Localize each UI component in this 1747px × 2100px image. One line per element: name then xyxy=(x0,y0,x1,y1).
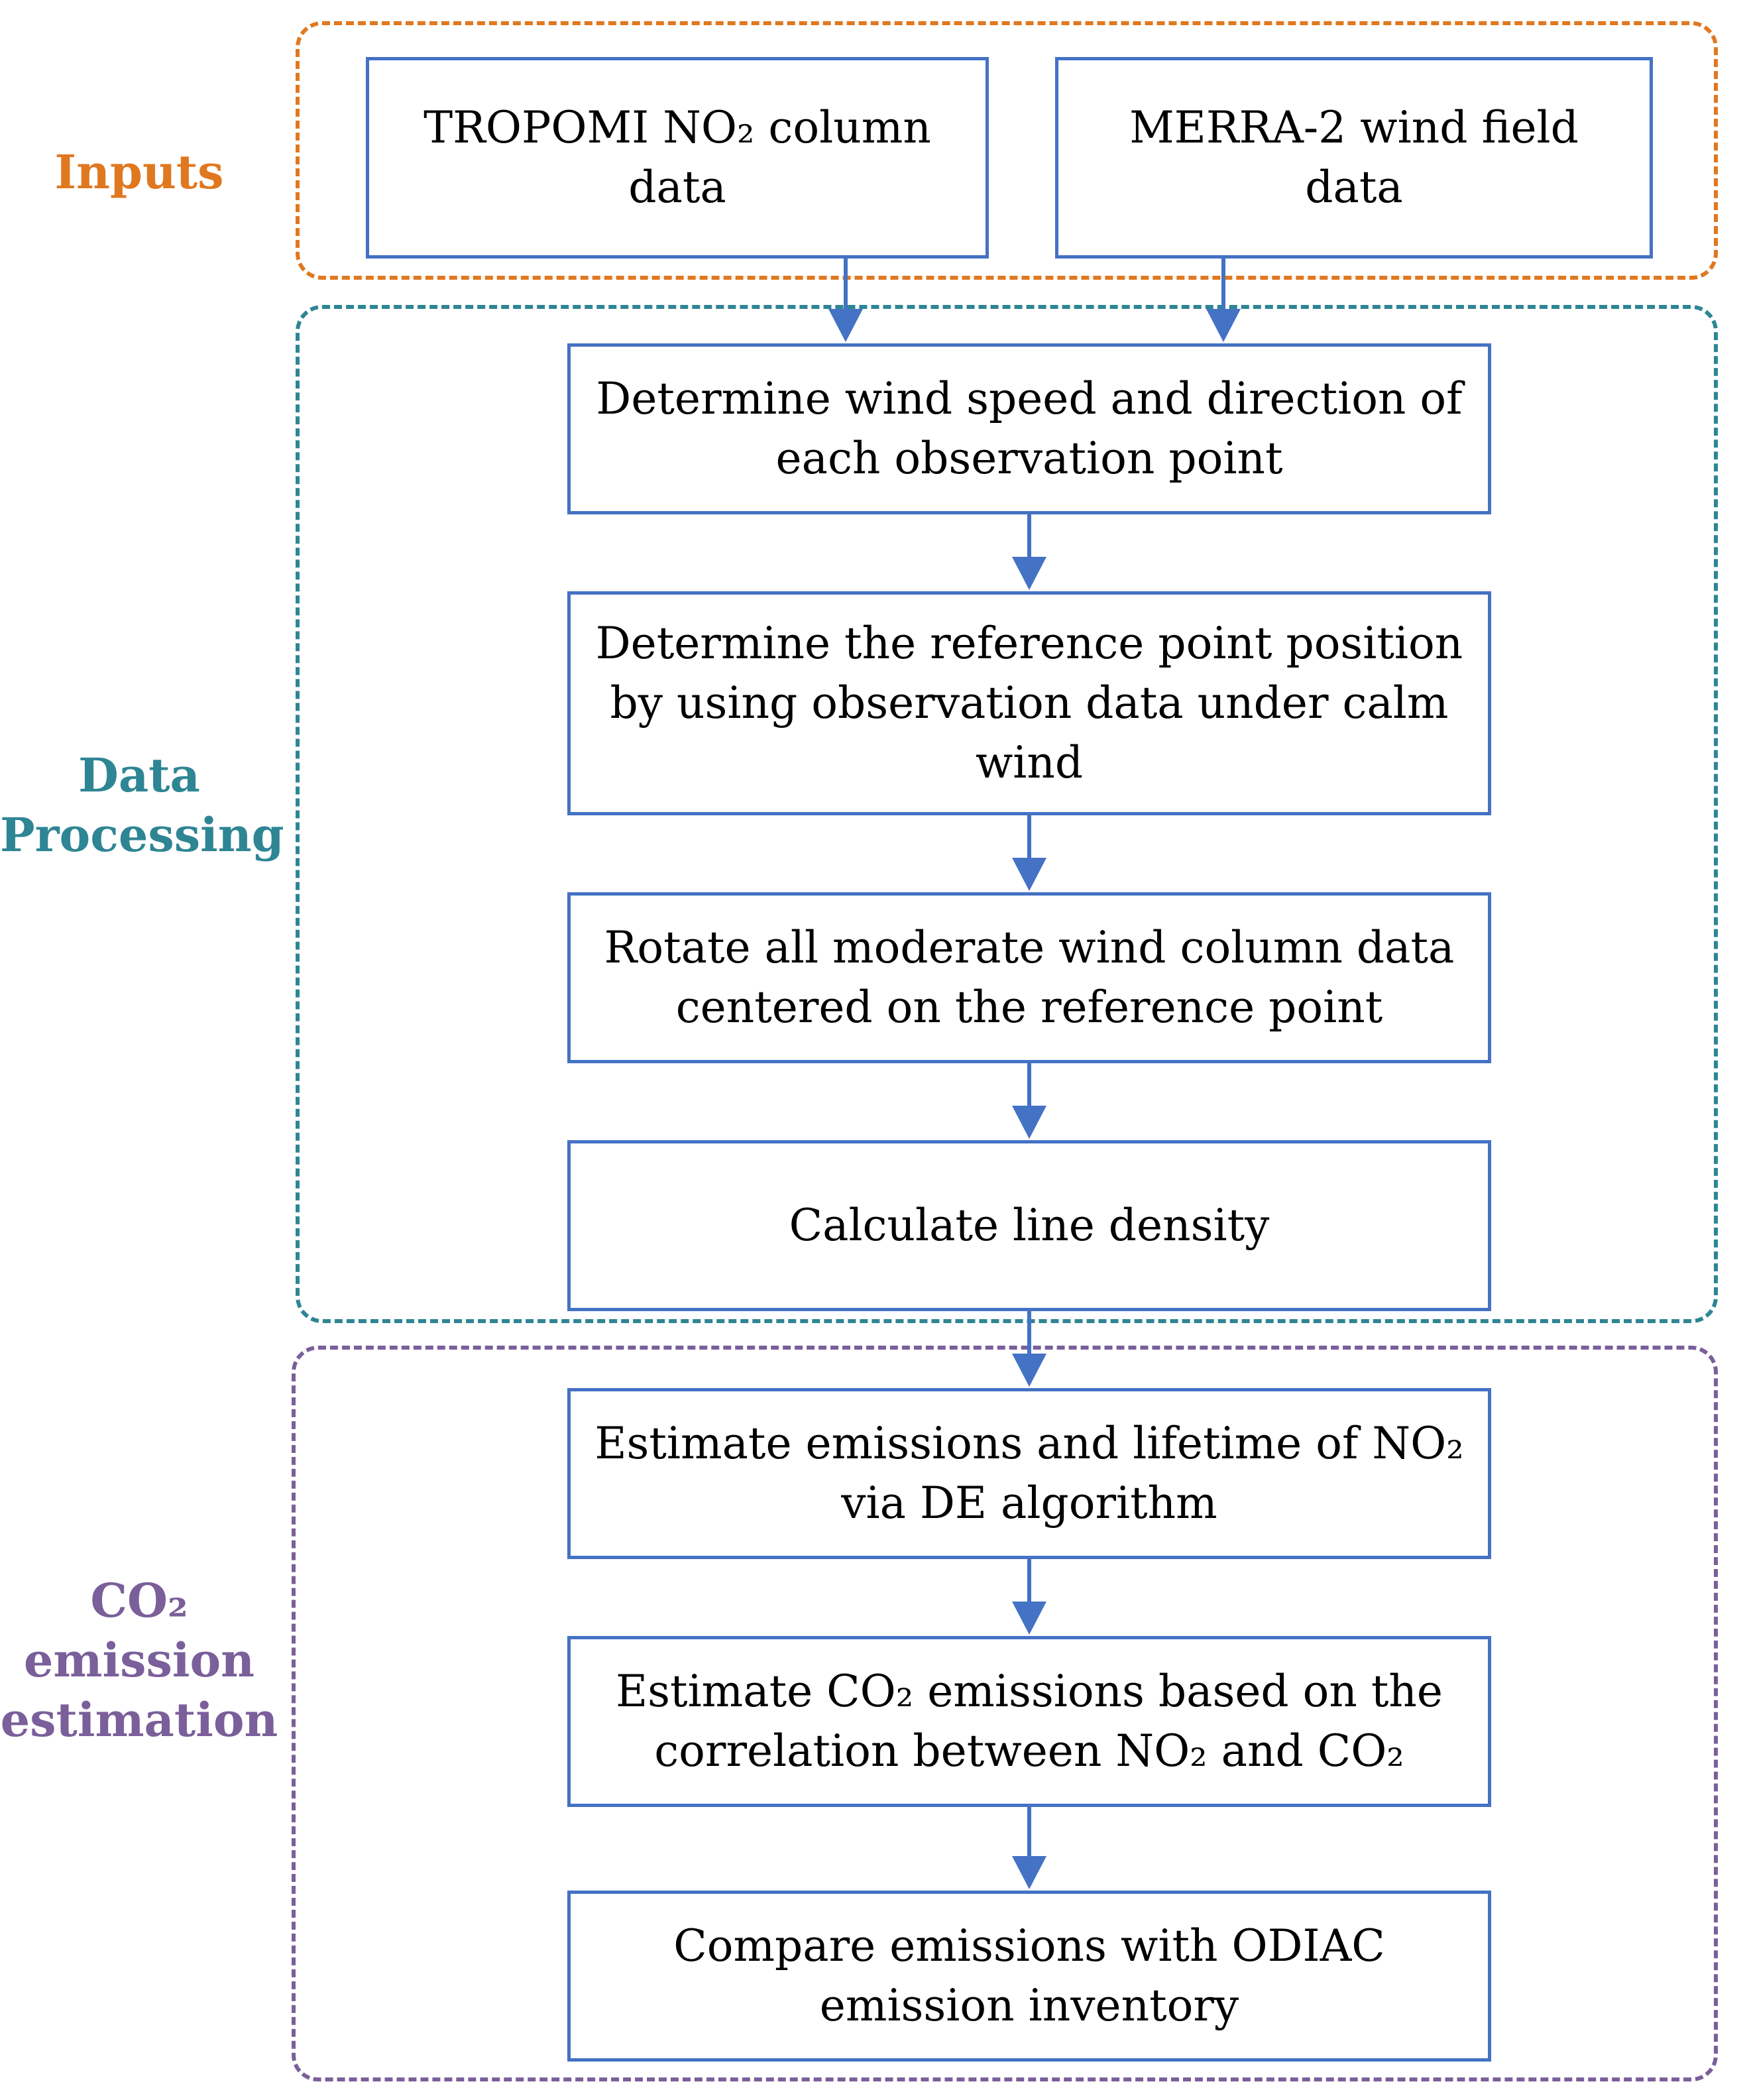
node-wind: Determine wind speed and direction of ea… xyxy=(567,343,1491,514)
data-processing-group xyxy=(296,305,1718,1323)
arrowhead-rotate-to-density xyxy=(1012,1106,1046,1139)
co2-emission-group xyxy=(292,1346,1718,2081)
node-merra-text: MERRA-2 wind field data xyxy=(1129,102,1579,213)
arrowhead-tropomi-to-wind xyxy=(828,309,863,342)
arrowhead-merra-to-wind xyxy=(1206,309,1241,342)
node-reference: Determine the reference point position b… xyxy=(567,591,1491,815)
data-processing-label: Data Processing xyxy=(0,748,284,862)
node-density: Calculate line density xyxy=(567,1140,1491,1311)
inputs-label: Inputs xyxy=(54,145,224,200)
node-tropomi-text: TROPOMI NO₂ column data xyxy=(423,102,931,213)
node-estimate-no2-text: Estimate emissions and lifetime of NO₂ v… xyxy=(594,1418,1464,1529)
node-merra: MERRA-2 wind field data xyxy=(1055,57,1653,259)
node-compare: Compare emissions with ODIAC emission in… xyxy=(567,1891,1491,2062)
node-compare-text: Compare emissions with ODIAC emission in… xyxy=(673,1920,1385,2031)
arrowhead-wind-to-reference xyxy=(1012,557,1046,590)
node-estimate-co2: Estimate CO₂ emissions based on the corr… xyxy=(567,1636,1491,1807)
node-estimate-no2: Estimate emissions and lifetime of NO₂ v… xyxy=(567,1388,1491,1559)
node-wind-text: Determine wind speed and direction of ea… xyxy=(596,373,1463,484)
node-tropomi: TROPOMI NO₂ column data xyxy=(366,57,989,259)
arrowhead-estimate_no2-to-estimate_co2 xyxy=(1012,1602,1046,1635)
inputs-group xyxy=(296,21,1718,280)
node-density-text: Calculate line density xyxy=(789,1200,1270,1251)
arrowhead-density-to-estimate_no2 xyxy=(1012,1354,1046,1387)
co2-emission-label: CO₂ emission estimation xyxy=(0,1573,278,1747)
node-rotate-text: Rotate all moderate wind column data cen… xyxy=(604,922,1455,1033)
node-reference-text: Determine the reference point position b… xyxy=(595,618,1463,788)
node-rotate: Rotate all moderate wind column data cen… xyxy=(567,892,1491,1063)
node-estimate-co2-text: Estimate CO₂ emissions based on the corr… xyxy=(616,1666,1443,1777)
arrowhead-reference-to-rotate xyxy=(1012,858,1046,891)
arrowhead-estimate_co2-to-compare xyxy=(1012,1856,1046,1889)
